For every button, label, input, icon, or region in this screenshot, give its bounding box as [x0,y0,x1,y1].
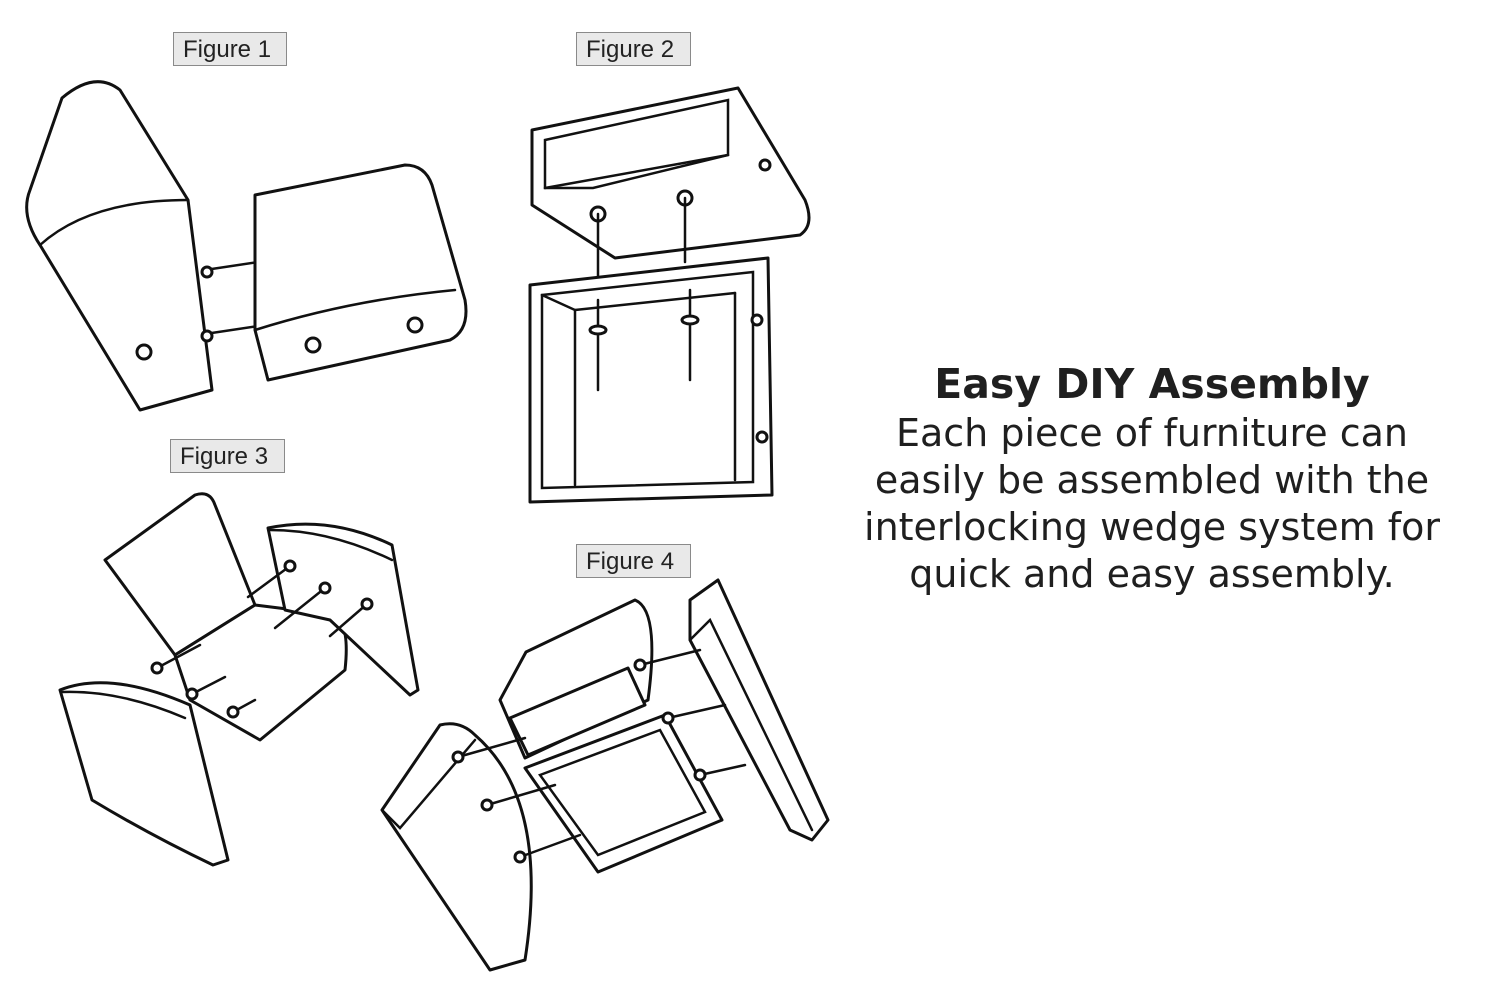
figure-3-drawing [58,492,420,867]
figure-4-label: Figure 4 [576,544,691,578]
figure-4-drawing [380,578,830,972]
figure-3-label: Figure 3 [170,439,285,473]
assembly-description: Each piece of furniture can easily be as… [864,411,1440,596]
figure-2-label: Figure 2 [576,32,691,66]
assembly-title: Easy DIY Assembly [934,360,1370,408]
figure-1-drawing [25,80,468,412]
assembly-info-panel: Easy DIY Assembly Each piece of furnitur… [860,358,1444,598]
screws-fig2 [588,288,700,392]
figure-1-label: Figure 1 [173,32,287,66]
figure-2-drawing [528,86,811,504]
